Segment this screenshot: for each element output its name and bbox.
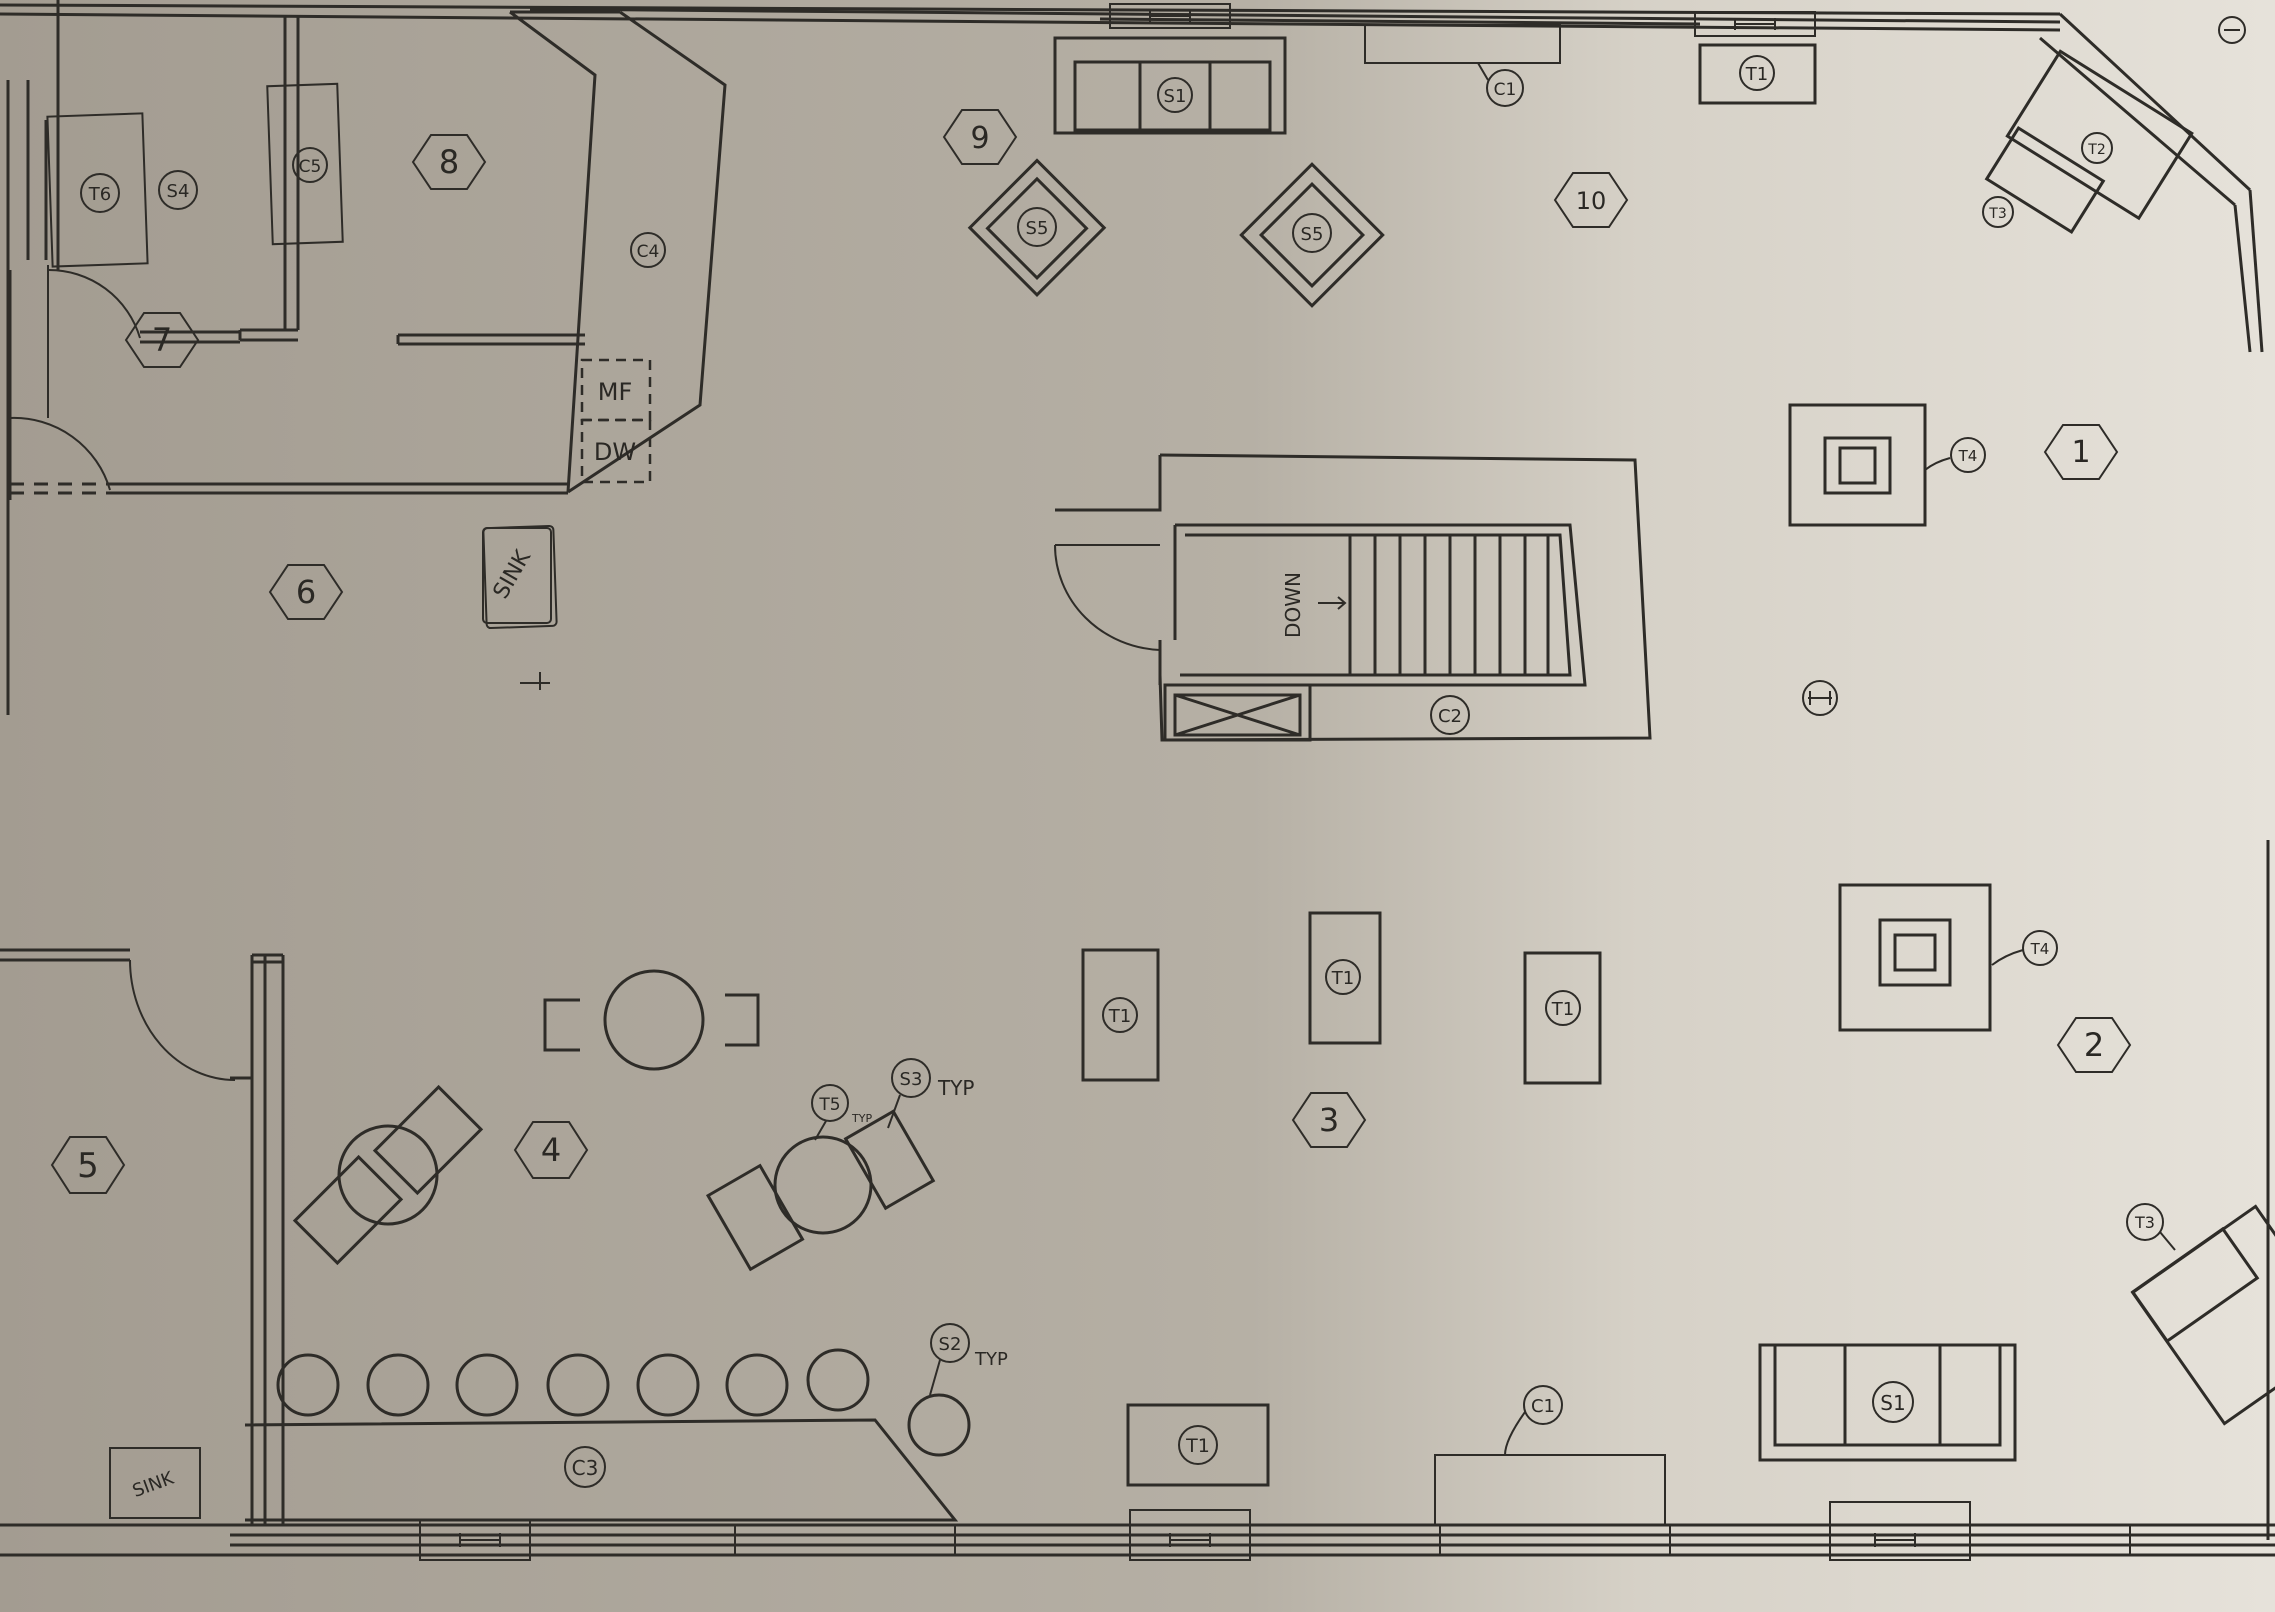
svg-text:TYP: TYP [851,1112,872,1125]
room-tag-8: 8 [411,134,487,190]
tables-t2-t3-top-right [1984,49,2194,235]
bar-stools [276,1348,971,1457]
label-mf: MF [598,378,633,406]
svg-text:S1: S1 [1164,86,1187,107]
svg-text:T3: T3 [2134,1213,2155,1232]
exterior-walls [0,0,2275,1557]
upper-left-rooms [8,10,727,500]
svg-text:2: 2 [2084,1026,2104,1064]
tables-t1-middle [1081,911,1602,1487]
svg-text:3: 3 [1319,1101,1339,1139]
stair-core [1055,453,1652,742]
svg-text:7: 7 [152,321,172,359]
svg-text:TYP: TYP [937,1076,975,1100]
sink-room-6 [482,527,552,624]
down-arrow-icon [1318,596,1347,610]
room-tag-4: 4 [513,1121,589,1179]
svg-text:C3: C3 [572,1456,599,1480]
svg-text:T4: T4 [2030,940,2050,958]
svg-text:4: 4 [541,1131,561,1169]
label-down: DOWN [1281,572,1305,638]
svg-text:TYP: TYP [974,1349,1008,1370]
svg-text:S5: S5 [1026,218,1049,239]
svg-text:C2: C2 [1438,706,1462,727]
svg-text:T1: T1 [1551,999,1574,1020]
svg-text:T1: T1 [1745,64,1768,85]
sofa-bottom [1758,1343,2017,1462]
door-swing-room-5 [129,959,236,1081]
svg-text:C4: C4 [637,242,660,262]
upper-left-fixtures [46,82,558,690]
svg-text:C1: C1 [1531,1396,1555,1417]
room-tag-10: 10 [1553,172,1629,228]
counter-c1-top [1364,24,1561,64]
svg-text:5: 5 [77,1146,99,1186]
window-marks [419,3,2131,1561]
seats-s5 [967,158,1385,308]
svg-text:T1: T1 [1185,1435,1210,1457]
sofa-top [1053,36,1287,135]
svg-text:T6: T6 [88,184,111,205]
svg-text:S2: S2 [939,1334,962,1355]
svg-text:S5: S5 [1301,224,1324,245]
svg-text:T2: T2 [2087,142,2105,158]
sink-room-5 [109,1447,201,1519]
svg-text:T1: T1 [1331,968,1354,989]
marker-symbols [1802,16,2246,716]
room-tag-6: 6 [268,564,344,620]
room-tag-5: 5 [50,1136,126,1194]
tables-t4 [1788,403,1992,1032]
svg-text:T5: T5 [818,1095,840,1115]
svg-text:T3: T3 [1988,206,2006,222]
bar-counter-c3 [244,1418,959,1522]
svg-text:8: 8 [439,143,459,181]
svg-text:10: 10 [1576,187,1607,215]
svg-text:S4: S4 [167,181,190,202]
dining-set-top [543,969,760,1071]
svg-text:S3: S3 [900,1069,923,1090]
lower-left-walls [0,948,285,1525]
counter-c1-bottom [1434,1454,1666,1526]
svg-text:6: 6 [296,573,316,611]
label-dw: DW [594,438,636,466]
svg-text:S1: S1 [1880,1391,1905,1415]
dining-set-left [292,1084,484,1266]
room-tag-7: 7 [124,312,200,368]
svg-text:T1: T1 [1108,1006,1131,1027]
svg-text:9: 9 [970,121,989,156]
dining-set-center [705,1109,936,1272]
room-tag-1: 1 [2043,424,2119,480]
room-tag-3: 3 [1291,1092,1367,1148]
room-tag-2: 2 [2056,1017,2132,1073]
table-t1-top [1698,43,1817,105]
tables-t2-t3-bottom-right [2130,1204,2275,1426]
svg-text:T4: T4 [1958,447,1978,465]
svg-text:1: 1 [2071,435,2090,470]
mf-dw-dashed [580,358,652,484]
room-tags: 1 2 3 4 5 6 7 8 [50,109,2132,1194]
svg-text:C5: C5 [299,157,322,177]
doors-upper-left [9,265,141,491]
fixture-tags: S1 S1 S5 S5 S4 T6 C5 C4 C1 C1 C2 C3 [80,55,2176,1488]
room-tag-9: 9 [942,109,1018,165]
svg-text:C1: C1 [1494,80,1517,100]
stair-door-swing [1053,544,1161,651]
